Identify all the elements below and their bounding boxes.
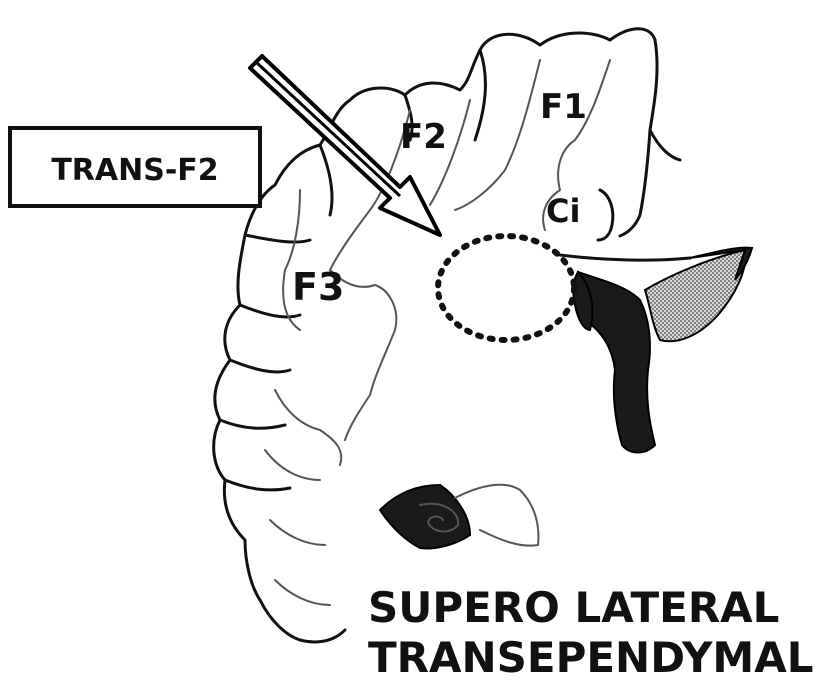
gyrus-label-f1: F1: [540, 87, 587, 127]
cingulate-sulcus: [598, 190, 613, 240]
caption-line-2: TRANSEPENDYMAL: [368, 633, 814, 681]
gyrus-label-ci: Ci: [546, 192, 580, 230]
midline-fissure: [620, 40, 680, 236]
gyrus-label-f2: F2: [400, 117, 447, 157]
approach-label-box: TRANS-F2: [10, 128, 260, 206]
caption-line-1: SUPERO LATERAL: [368, 583, 779, 632]
lateral-ventricle-hatched: [645, 250, 745, 341]
corpus-callosum-line: [560, 255, 690, 260]
approach-label-text: TRANS-F2: [51, 153, 218, 188]
target-lesion-dotted-ellipse: [438, 236, 574, 340]
gyrus-label-f3: F3: [292, 265, 344, 309]
